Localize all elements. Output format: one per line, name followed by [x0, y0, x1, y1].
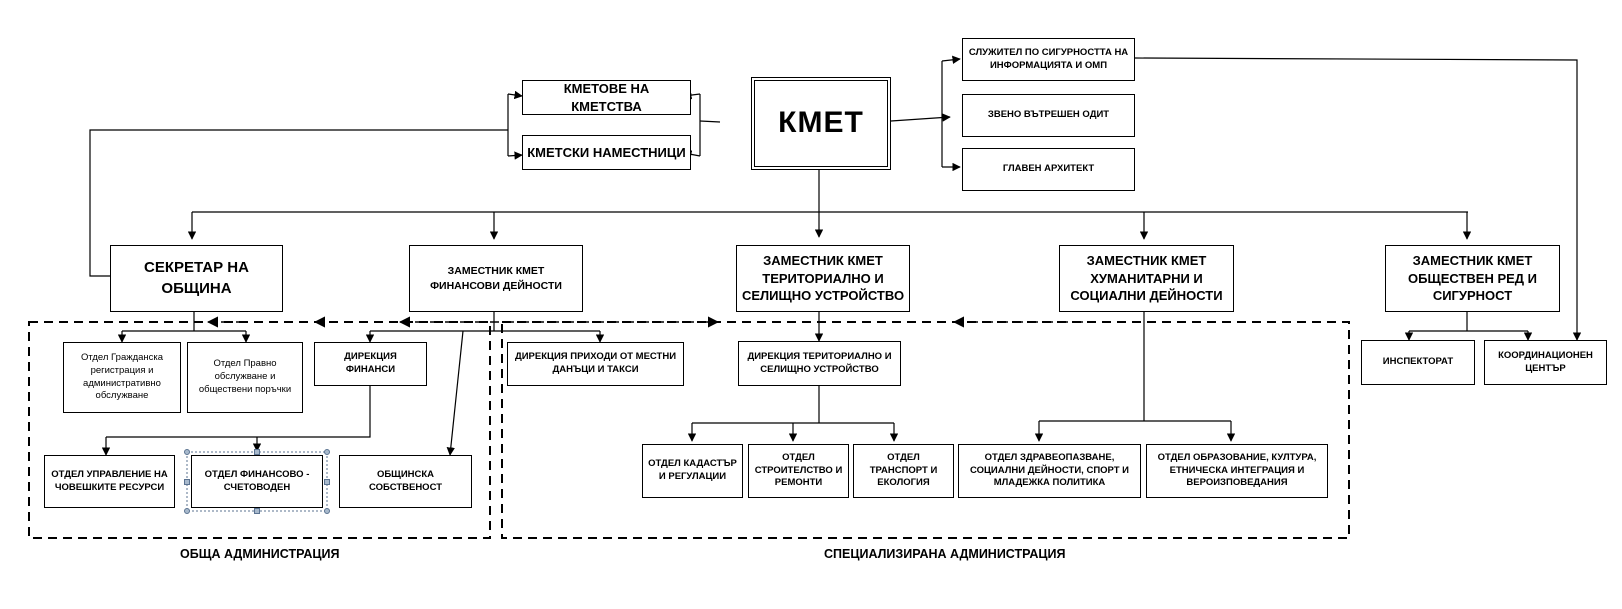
mayors-of-towns-box[interactable]: КМЕТОВЕ НА КМЕТСТВА [522, 80, 691, 115]
cadastre-department-box[interactable]: ОТДЕЛ КАДАСТЪР И РЕГУЛАЦИИ [642, 444, 743, 498]
deputy-public-order-box[interactable]: ЗАМЕСТНИК КМЕТ ОБЩЕСТВЕН РЕД И СИГУРНОСТ [1385, 245, 1560, 312]
hr-department-box[interactable]: ОТДЕЛ УПРАВЛЕНИЕ НА ЧОВЕШКИТЕ РЕСУРСИ [44, 455, 175, 508]
secretary-box[interactable]: СЕКРЕТАР НА ОБЩИНА [110, 245, 283, 312]
health-social-department-box[interactable]: ОТДЕЛ ЗДРАВЕОПАЗВАНЕ, СОЦИАЛНИ ДЕЙНОСТИ,… [958, 444, 1141, 498]
mayor-box[interactable]: КМЕТ [751, 77, 891, 170]
general-administration-frame [28, 321, 491, 539]
chief-architect-box[interactable]: ГЛАВЕН АРХИТЕКТ [962, 148, 1135, 191]
construction-department-box[interactable]: ОТДЕЛ СТРОИТЕЛСТВО И РЕМОНТИ [748, 444, 849, 498]
security-officer-box[interactable]: СЛУЖИТЕЛ ПО СИГУРНОСТТА НА ИНФОРМАЦИЯТА … [962, 38, 1135, 81]
selection-handle[interactable] [254, 508, 260, 514]
deputy-mayors-of-towns-box[interactable]: КМЕТСКИ НАМЕСТНИЦИ [522, 135, 691, 170]
selection-handle[interactable] [324, 508, 330, 514]
selection-handle[interactable] [324, 449, 330, 455]
selection-handle[interactable] [184, 449, 190, 455]
deputy-territorial-box[interactable]: ЗАМЕСТНИК КМЕТ ТЕРИТОРИАЛНО И СЕЛИЩНО УС… [736, 245, 910, 312]
territorial-directorate-box[interactable]: ДИРЕКЦИЯ ТЕРИТОРИАЛНО И СЕЛИЩНО УСТРОЙСТ… [738, 341, 901, 386]
deputy-finance-box[interactable]: ЗАМЕСТНИК КМЕТ ФИНАНСОВИ ДЕЙНОСТИ [409, 245, 583, 312]
specialized-administration-label: СПЕЦИАЛИЗИРАНА АДМИНИСТРАЦИЯ [824, 547, 1066, 561]
civil-registration-box[interactable]: Отдел Гражданска регистрация и администр… [63, 342, 181, 413]
specialized-administration-frame [501, 321, 1350, 539]
coordination-center-box[interactable]: КООРДИНАЦИОНЕН ЦЕНТЪР [1484, 340, 1607, 385]
deputy-humanitarian-box[interactable]: ЗАМЕСТНИК КМЕТ ХУМАНИТАРНИ И СОЦИАЛНИ ДЕ… [1059, 245, 1234, 312]
selection-handle[interactable] [324, 479, 330, 485]
legal-services-box[interactable]: Отдел Правно обслужване и обществени пор… [187, 342, 303, 413]
internal-audit-box[interactable]: ЗВЕНО ВЪТРЕШЕН ОДИТ [962, 94, 1135, 137]
transport-department-box[interactable]: ОТДЕЛ ТРАНСПОРТ И ЕКОЛОГИЯ [853, 444, 954, 498]
selection-handle[interactable] [184, 479, 190, 485]
education-culture-department-box[interactable]: ОТДЕЛ ОБРАЗОВАНИЕ, КУЛТУРА, ЕТНИЧЕСКА ИН… [1146, 444, 1328, 498]
selection-handle[interactable] [184, 508, 190, 514]
local-taxes-directorate-box[interactable]: ДИРЕКЦИЯ ПРИХОДИ ОТ МЕСТНИ ДАНЪЦИ И ТАКС… [507, 342, 684, 386]
general-administration-label: ОБЩА АДМИНИСТРАЦИЯ [180, 547, 340, 561]
selection-handle[interactable] [254, 449, 260, 455]
finance-accounting-department-box[interactable]: ОТДЕЛ ФИНАНСОВО - СЧЕТОВОДЕН [191, 455, 323, 508]
municipal-property-box[interactable]: ОБЩИНСКА СОБСТВЕНОСТ [339, 455, 472, 508]
finance-directorate-box[interactable]: ДИРЕКЦИЯ ФИНАНСИ [314, 342, 427, 386]
inspectorate-box[interactable]: ИНСПЕКТОРАТ [1361, 340, 1475, 385]
